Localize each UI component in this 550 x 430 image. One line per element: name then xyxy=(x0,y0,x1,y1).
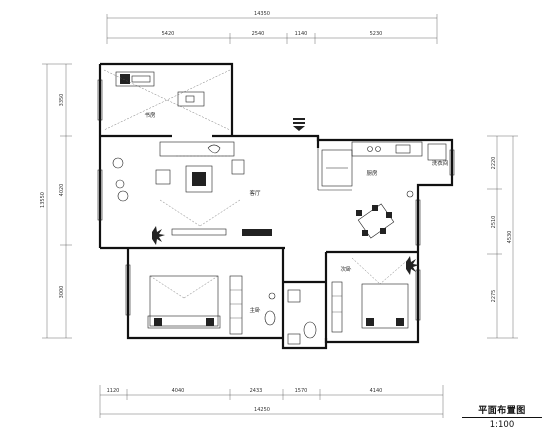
top-dim-1: 5420 xyxy=(162,31,175,37)
floor-plant-icon xyxy=(152,226,165,245)
second-bed xyxy=(361,283,409,329)
living-label: 客厅 xyxy=(249,189,261,197)
top-dim-3: 1140 xyxy=(295,31,308,37)
bottom-dimension-chain: 1120 4040 2433 1570 4140 14250 xyxy=(99,385,444,418)
left-dim-3: 3000 xyxy=(59,286,65,299)
study-bookshelf xyxy=(115,71,155,87)
second-bedroom: 次卧 xyxy=(331,256,419,333)
left-dimension-chain: 3350 4020 3000 13550 xyxy=(40,63,72,339)
left-dim-1: 3350 xyxy=(59,94,65,107)
kitchen-island xyxy=(321,149,353,187)
top-total-dim: 14350 xyxy=(254,11,270,17)
kitchen-counter xyxy=(351,141,423,157)
right-dimension-chain: 2220 2510 2275 4530 xyxy=(487,135,518,339)
windows xyxy=(97,79,455,321)
living-armchair xyxy=(155,169,171,185)
tv-cabinet xyxy=(171,228,227,236)
master-wardrobe xyxy=(229,275,243,335)
washing-machine xyxy=(427,143,447,161)
tv-unit xyxy=(242,229,272,236)
entrance-arrow-icon xyxy=(293,118,305,131)
left-dim-2: 4020 xyxy=(59,184,65,197)
right-dim-3: 2275 xyxy=(491,290,497,303)
top-dim-2: 2540 xyxy=(252,31,265,37)
plan-title: 平面布置图 xyxy=(462,403,542,418)
walls xyxy=(98,62,454,350)
top-dimension-chain: 14350 5420 2540 1140 5230 xyxy=(106,11,438,44)
kitchen: 厨房 洗衣间 xyxy=(321,141,449,198)
plan-scale: 1:100 xyxy=(489,420,515,430)
right-total-dim: 4530 xyxy=(507,231,513,244)
second-wardrobe xyxy=(331,281,343,333)
title-block: 平面布置图 1:100 xyxy=(462,403,542,430)
living-room: 客厅 xyxy=(112,141,272,245)
bottom-total-dim: 14250 xyxy=(254,407,270,413)
master-bed xyxy=(149,275,219,327)
right-dim-2: 2510 xyxy=(491,216,497,229)
living-coffee-table xyxy=(185,165,213,193)
living-plant-icon xyxy=(112,157,124,169)
study-label: 书房 xyxy=(144,111,156,119)
bottom-dim-3: 2433 xyxy=(250,388,263,394)
bottom-dim-5: 4140 xyxy=(370,388,383,394)
dining-area xyxy=(356,203,395,239)
right-dim-1: 2220 xyxy=(491,157,497,170)
top-dim-4: 5230 xyxy=(370,31,383,37)
laundry-label: 洗衣间 xyxy=(432,159,449,167)
living-sofa xyxy=(159,141,235,157)
toilet-icon xyxy=(264,310,276,326)
left-total-dim: 13550 xyxy=(40,192,46,208)
bottom-dim-1: 1120 xyxy=(107,388,120,394)
bath-sink xyxy=(287,289,301,303)
bathroom xyxy=(264,289,317,345)
kitchen-label: 厨房 xyxy=(366,169,378,177)
master-bedroom-label: 主卧 xyxy=(249,306,261,314)
second-bedroom-label: 次卧 xyxy=(340,265,352,273)
bottom-dim-4: 1570 xyxy=(295,388,308,394)
master-bedroom: 主卧 xyxy=(147,275,261,335)
bedroom-plant-icon xyxy=(406,256,419,275)
study-room: 书房 xyxy=(103,69,231,131)
bottom-dim-2: 4040 xyxy=(172,388,185,394)
study-desk xyxy=(177,91,205,107)
